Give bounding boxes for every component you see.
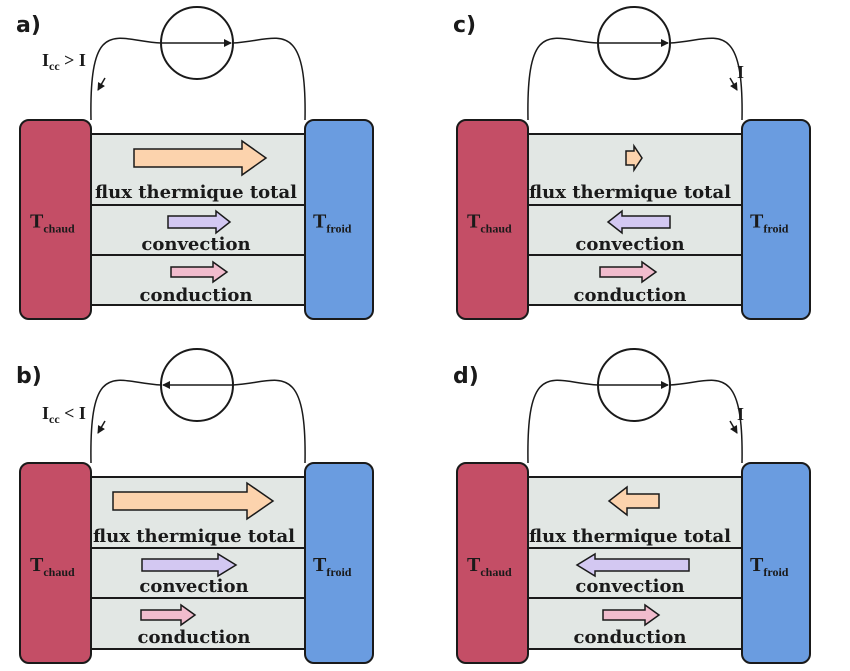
- cold-reservoir: [741, 119, 811, 320]
- wire-arrow: [729, 77, 738, 91]
- convection-label: convection: [139, 576, 248, 597]
- flux-label: flux thermique total: [93, 526, 295, 547]
- hot-reservoir: [19, 462, 92, 664]
- convection-arrow: [141, 552, 238, 578]
- current-label: I: [737, 404, 744, 424]
- hot-temp-subscript: chaud: [43, 565, 75, 579]
- cold-reservoir: [741, 462, 811, 664]
- convection-arrow: [606, 209, 671, 235]
- hot-temp-subscript: chaud: [480, 222, 512, 236]
- convection-label: convection: [575, 234, 684, 255]
- hot-temperature-label: Tchaud: [30, 211, 75, 236]
- conduction-arrow: [599, 260, 658, 284]
- hot-temperature-label: Tchaud: [30, 554, 75, 579]
- convection-label: convection: [141, 234, 250, 255]
- convection-label: convection: [575, 576, 684, 597]
- cold-temperature-label: Tfroid: [750, 211, 789, 236]
- hot-temp-symbol: T: [30, 554, 44, 576]
- cold-temp-symbol: T: [313, 211, 327, 233]
- cold-temp-subscript: froid: [326, 222, 351, 236]
- current-label: Icc > I: [42, 50, 86, 73]
- hot-reservoir: [19, 119, 92, 320]
- hot-temp-subscript: chaud: [43, 222, 75, 236]
- flux-label: flux thermique total: [529, 182, 731, 203]
- current-label: Icc < I: [42, 403, 86, 426]
- hot-temperature-label: Tchaud: [467, 554, 512, 579]
- current-label: I: [737, 62, 744, 82]
- convection-arrow: [575, 552, 690, 578]
- hot-reservoir: [456, 119, 529, 320]
- cold-temp-symbol: T: [313, 554, 327, 576]
- conduction-label: conduction: [574, 285, 687, 306]
- flux-arrow: [625, 143, 643, 173]
- flux-arrow: [607, 485, 660, 517]
- cold-reservoir: [304, 462, 374, 664]
- hot-temp-subscript: chaud: [480, 565, 512, 579]
- cold-temperature-label: Tfroid: [750, 554, 789, 579]
- cold-temp-symbol: T: [750, 554, 764, 576]
- current-symbol: I: [737, 62, 744, 82]
- panel-letter: b): [16, 364, 42, 389]
- flux-label: flux thermique total: [529, 526, 731, 547]
- current-subscript: cc: [49, 59, 60, 73]
- current-relation: > I: [60, 50, 86, 70]
- current-symbol: I: [42, 403, 49, 423]
- cold-reservoir: [304, 119, 374, 320]
- hot-temp-symbol: T: [30, 211, 44, 233]
- flux-arrow: [133, 139, 268, 177]
- hot-temp-symbol: T: [467, 211, 481, 233]
- cold-temperature-label: Tfroid: [313, 554, 352, 579]
- hot-reservoir: [456, 462, 529, 664]
- current-subscript: cc: [49, 412, 60, 426]
- hot-temp-symbol: T: [467, 554, 481, 576]
- panel-letter: a): [16, 13, 41, 38]
- wire-arrow: [97, 77, 106, 91]
- flux-label: flux thermique total: [95, 182, 297, 203]
- conduction-arrow: [170, 260, 229, 284]
- cold-temp-subscript: froid: [763, 222, 788, 236]
- current-symbol: I: [42, 50, 49, 70]
- cold-temp-subscript: froid: [326, 565, 351, 579]
- current-symbol: I: [737, 404, 744, 424]
- conduction-label: conduction: [138, 627, 251, 648]
- wire-arrow: [97, 420, 106, 434]
- conduction-label: conduction: [574, 627, 687, 648]
- cold-temp-subscript: froid: [763, 565, 788, 579]
- flux-arrow: [112, 481, 275, 521]
- conduction-label: conduction: [140, 285, 253, 306]
- cold-temperature-label: Tfroid: [313, 211, 352, 236]
- conduction-arrow: [602, 603, 661, 627]
- cold-temp-symbol: T: [750, 211, 764, 233]
- conduction-arrow: [140, 603, 197, 627]
- panel-letter: c): [453, 13, 476, 38]
- convection-arrow: [167, 209, 232, 235]
- hot-temperature-label: Tchaud: [467, 211, 512, 236]
- wire-arrow: [729, 420, 738, 434]
- panel-letter: d): [453, 364, 479, 389]
- current-relation: < I: [60, 403, 86, 423]
